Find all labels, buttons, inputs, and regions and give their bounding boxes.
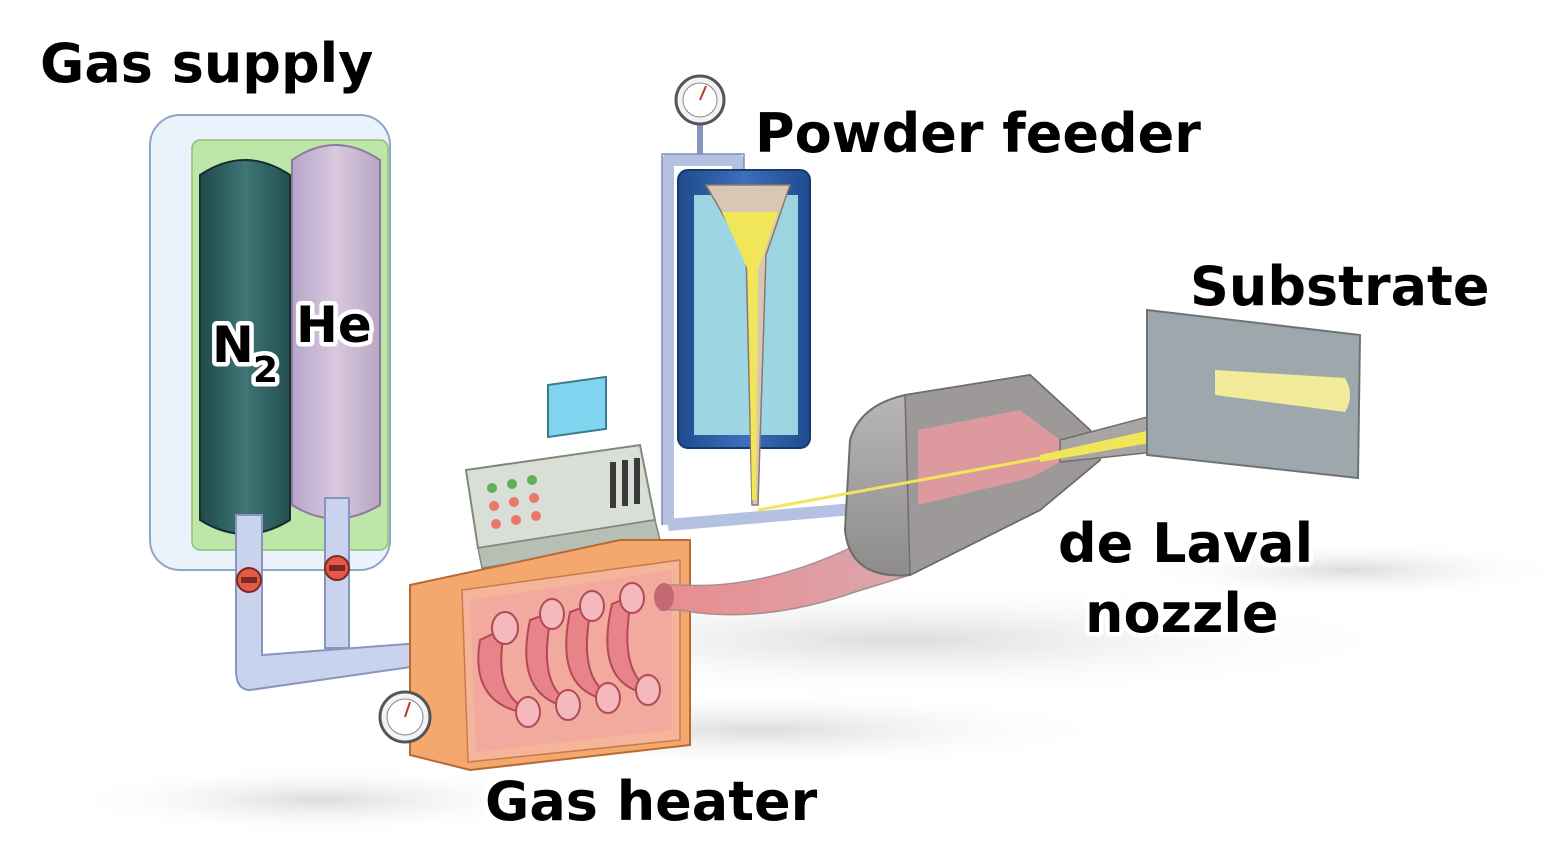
powder-feeder-label: Powder feeder xyxy=(755,102,1201,165)
n2-cylinder xyxy=(199,159,291,535)
nozzle-label-line1: de Laval xyxy=(1058,512,1313,575)
n2-subscript-label: 2 xyxy=(253,350,278,391)
gas-heater-label: Gas heater xyxy=(485,770,818,833)
substrate-label: Substrate xyxy=(1190,255,1489,318)
powder-injection-line xyxy=(757,456,1041,512)
n2-valve-icon xyxy=(236,567,262,593)
heater-coils xyxy=(477,582,661,728)
gas-heater xyxy=(409,539,691,772)
control-panel xyxy=(464,375,661,569)
substrate-plate xyxy=(1146,308,1362,480)
feeder-pressure-gauge-icon xyxy=(674,74,726,154)
powder-feeder xyxy=(677,169,811,506)
heater-pressure-gauge-icon xyxy=(378,690,432,744)
he-valve-icon xyxy=(324,555,350,581)
he-label: He xyxy=(296,296,372,354)
he-cylinder xyxy=(291,144,381,520)
gas-supply-label: Gas supply xyxy=(40,32,373,95)
n2-label: N xyxy=(212,316,254,374)
nozzle-label-line2: nozzle xyxy=(1085,582,1279,645)
